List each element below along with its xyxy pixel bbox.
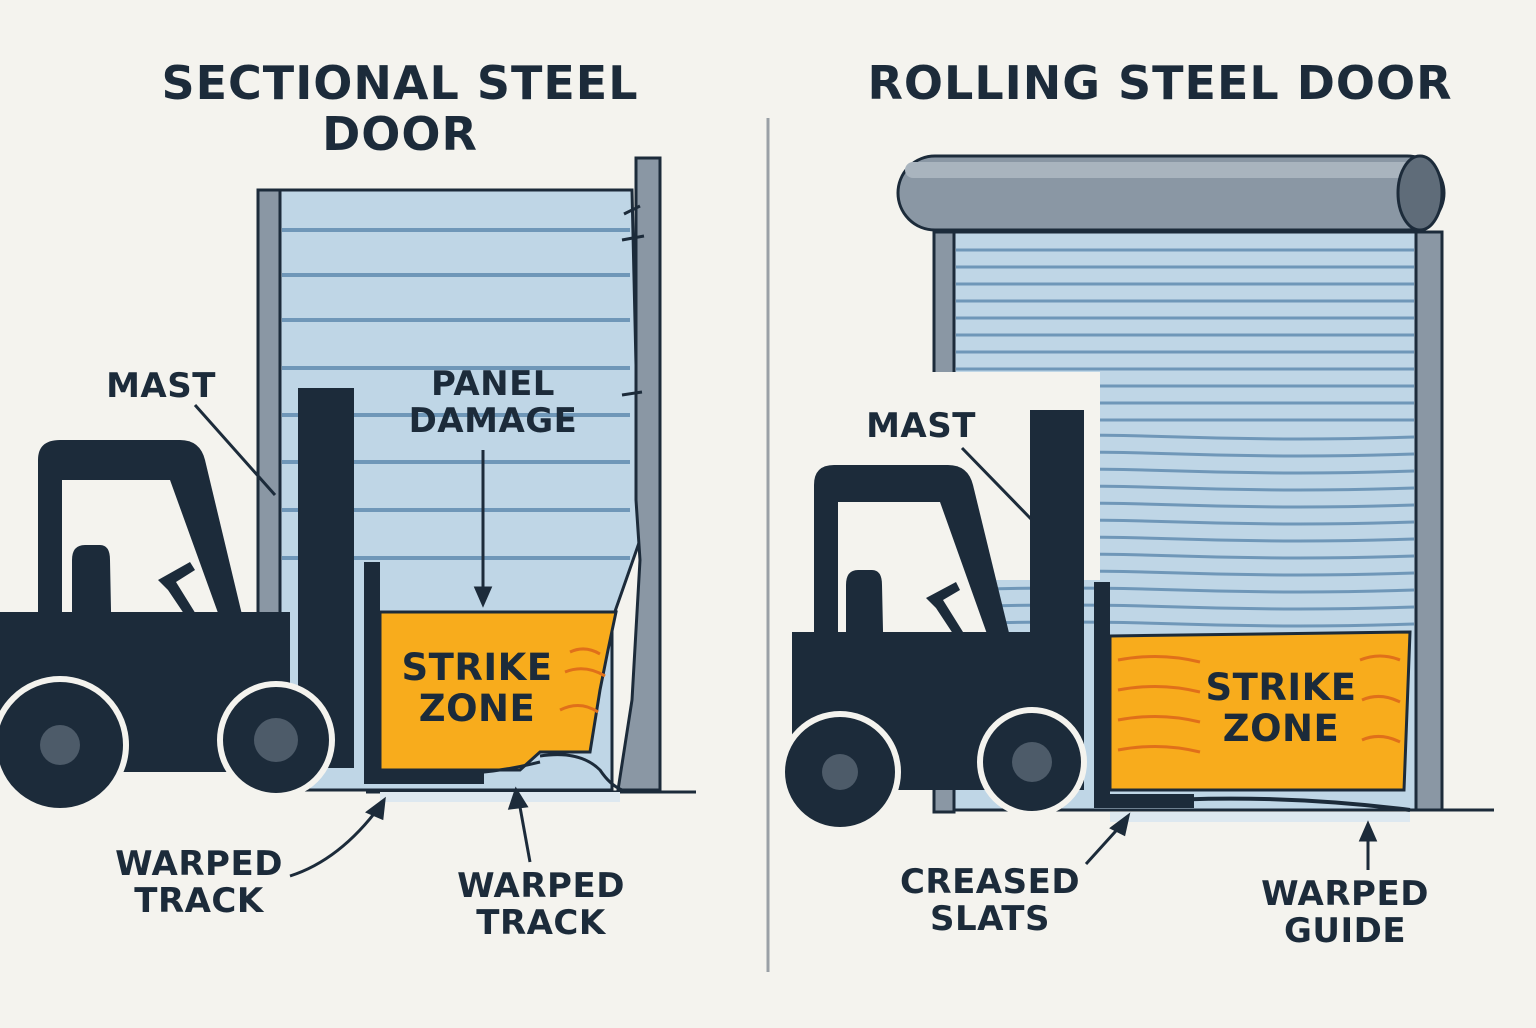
- warped-track-left-line2: TRACK: [134, 881, 264, 922]
- warped-track-label-right: WARPED TRACK: [446, 866, 636, 944]
- creased-slats-label: CREASED SLATS: [890, 862, 1090, 940]
- warped-track-label-left: WARPED TRACK: [104, 844, 294, 922]
- strike-zone-label-right: STRIKE ZONE: [1196, 666, 1366, 750]
- right-callouts: [960, 446, 1378, 870]
- rolling-guide: [1414, 230, 1444, 812]
- warped-track-left-line1: WARPED: [115, 844, 283, 884]
- forklift-left: [0, 388, 484, 814]
- warped-guide-label: WARPED GUIDE: [1250, 874, 1440, 952]
- panel-damage-line1: PANEL: [431, 364, 555, 404]
- mast-label-left: MAST: [106, 366, 216, 406]
- sectional-track: [616, 156, 662, 792]
- door-slat-line: [955, 603, 1415, 611]
- mast-pointer-left: [193, 404, 277, 496]
- strike-zone-right-line2: ZONE: [1222, 706, 1340, 750]
- sectional-title-line1: SECTIONAL STEEL: [161, 56, 639, 110]
- creased-slats-line2: SLATS: [929, 899, 1050, 940]
- creased-slats-line1: CREASED: [899, 862, 1081, 902]
- left-callouts: [193, 404, 532, 878]
- strike-zone-left-line1: STRIKE: [401, 646, 553, 689]
- warped-guide-line1: WARPED: [1261, 874, 1429, 914]
- warped-guide-line2: GUIDE: [1283, 911, 1407, 952]
- mast-pointer-right: [960, 446, 1034, 522]
- sectional-door-title: SECTIONAL STEEL DOOR: [140, 58, 660, 159]
- door-slat-line: [955, 620, 1415, 628]
- strike-zone-label-left: STRIKE ZONE: [392, 646, 562, 730]
- mast-label-right: MAST: [866, 406, 976, 446]
- strike-zone-right-line1: STRIKE: [1205, 666, 1357, 709]
- strike-zone-left-line2: ZONE: [418, 686, 536, 730]
- warped-track-right-line2: TRACK: [476, 903, 606, 944]
- warped-track-right-line1: WARPED: [457, 866, 625, 906]
- panel-damage-label: PANEL DAMAGE: [400, 364, 586, 442]
- forklift-right: [779, 410, 1194, 833]
- sectional-title-line2: DOOR: [322, 106, 478, 161]
- door-slat-line: [955, 586, 1415, 594]
- panel-damage-line2: DAMAGE: [408, 401, 578, 442]
- rolling-door-title: ROLLING STEEL DOOR: [867, 56, 1453, 110]
